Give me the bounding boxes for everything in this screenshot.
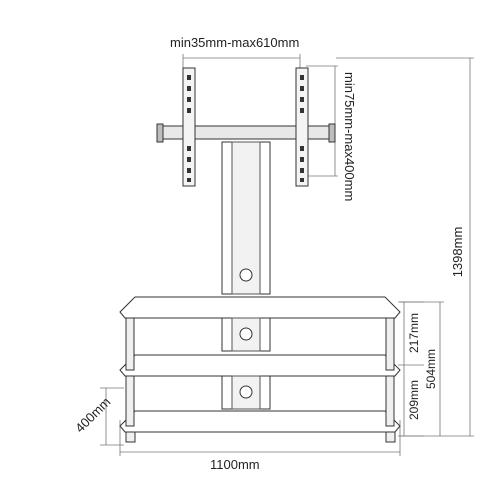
tv-bracket bbox=[156, 67, 336, 187]
bracket-height-label: min75mm-max400mm bbox=[342, 72, 357, 201]
bracket-width-label: min35mm-max610mm bbox=[170, 35, 299, 50]
depth-label: 400mm bbox=[72, 394, 113, 435]
width-label: 1100mm bbox=[210, 457, 260, 472]
shelf-block-height-label: 504mm bbox=[424, 349, 438, 389]
upper-gap-label: 217mm bbox=[407, 313, 421, 353]
glass-shelves bbox=[119, 296, 401, 433]
total-height-label: 1398mm bbox=[450, 227, 465, 278]
lower-gap-label: 209mm bbox=[407, 380, 421, 420]
dimension-lines bbox=[100, 54, 474, 456]
shelf-legs bbox=[125, 317, 396, 443]
bracket-slots bbox=[187, 75, 304, 182]
central-column bbox=[221, 141, 271, 295]
